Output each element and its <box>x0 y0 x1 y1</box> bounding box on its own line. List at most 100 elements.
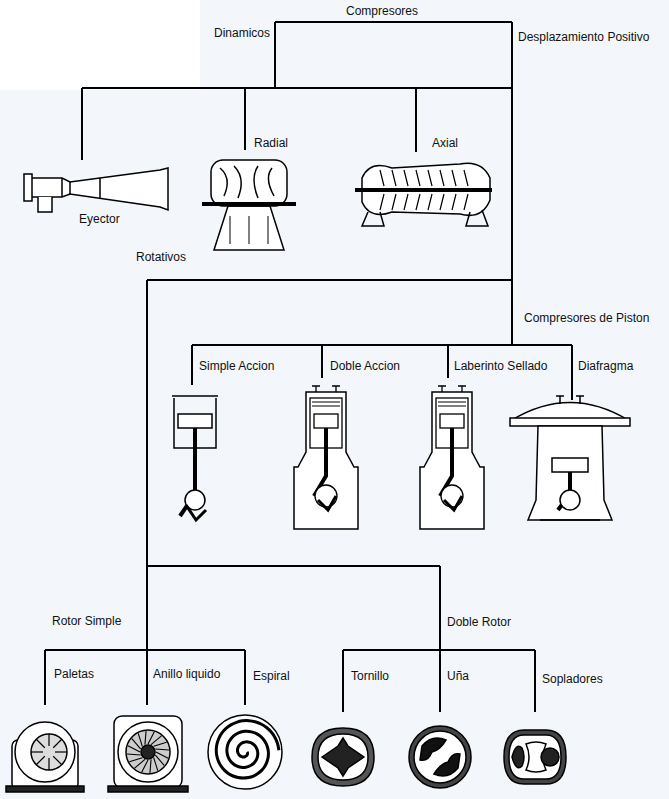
vane-compressor-icon <box>36 756 44 764</box>
branch-label: Dinamicos <box>214 26 270 40</box>
axial-compressor-icon <box>428 170 432 210</box>
liquid-ring-compressor-icon <box>154 742 167 746</box>
liquid-ring-compressor-icon <box>127 731 169 773</box>
vane-compressor-icon <box>53 739 61 747</box>
branch-label: Axial <box>432 136 458 150</box>
liquid-ring-compressor-icon <box>129 758 142 762</box>
ejector-icon <box>38 197 52 212</box>
screw-compressor-icon <box>312 728 374 786</box>
radial-compressor-icon <box>220 166 274 198</box>
ejector-icon <box>24 168 168 212</box>
scroll-compressor-icon <box>216 721 279 779</box>
vane-compressor-icon <box>48 758 49 770</box>
liquid-ring-compressor-icon <box>108 786 188 792</box>
liquid-ring-compressor-icon <box>135 759 145 768</box>
radial-compressor-icon <box>211 160 287 206</box>
tree-line <box>45 22 572 712</box>
vane-compressor-icon <box>31 734 67 770</box>
liquid-ring-compressor-icon <box>114 716 182 788</box>
lobe-blower-icon <box>504 730 566 784</box>
branch-label: Laberinto Sellado <box>454 359 547 373</box>
axial-compressor-icon <box>380 170 384 210</box>
liquid-ring-compressor-icon <box>127 754 141 755</box>
vane-compressor-icon <box>6 786 84 792</box>
tree-line <box>343 650 535 712</box>
lobe-blower-icon <box>504 730 566 784</box>
liquid-ring-compressor-icon <box>155 755 164 765</box>
axial-compressor-icon <box>464 170 468 210</box>
liquid-ring-compressor-icon <box>126 730 170 774</box>
radial-compressor-icon <box>230 216 268 244</box>
screw-compressor-icon <box>312 728 374 786</box>
screw-compressor-icon <box>318 734 368 780</box>
ground-patch <box>0 0 200 90</box>
double-acting-piston-icon <box>294 386 358 529</box>
diaphragm-compressor-icon <box>560 490 580 510</box>
branch-label: Tornillo <box>351 669 389 683</box>
branch-label: Anillo liquido <box>153 667 220 681</box>
vane-compressor-icon <box>55 751 67 752</box>
liquid-ring-compressor-icon <box>108 716 188 792</box>
branch-label: Doble Rotor <box>447 615 511 629</box>
axial-compressor-icon <box>380 170 468 210</box>
scroll-compressor-icon <box>208 715 282 789</box>
vane-compressor-icon <box>15 722 75 782</box>
claw-compressor-icon <box>434 754 460 776</box>
vane-compressor-icon <box>6 722 84 792</box>
branch-label: Sopladores <box>542 672 603 686</box>
branch-label: Doble Accion <box>330 359 400 373</box>
liquid-ring-compressor-icon <box>155 749 169 750</box>
axial-compressor-icon <box>404 170 408 210</box>
diaphragm-compressor-icon <box>552 458 588 472</box>
claw-compressor-icon <box>409 726 471 788</box>
diaphragm-compressor-icon <box>510 418 630 426</box>
lobe-blower-icon <box>512 746 524 767</box>
diaphragm-compressor-icon <box>528 426 612 520</box>
liquid-ring-compressor-icon <box>141 745 155 759</box>
axial-compressor-icon <box>466 210 488 226</box>
branch-label: Uña <box>447 669 469 683</box>
branch-label: Simple Accion <box>199 359 274 373</box>
vane-compressor-icon <box>31 734 67 770</box>
axial-compressor-icon <box>440 170 444 210</box>
tree-line <box>45 566 440 705</box>
axial-compressor-icon <box>362 212 384 226</box>
vane-compressor-icon <box>36 739 44 747</box>
branch-label: Desplazamiento Positivo <box>518 30 649 44</box>
branch-label: Compresores de Piston <box>524 311 649 325</box>
branch-label: Compresores <box>346 4 418 18</box>
axial-compressor-icon <box>452 170 456 210</box>
branch-label: Rotativos <box>136 250 186 264</box>
scroll-compressor-icon <box>208 715 282 789</box>
branch-label: Paletas <box>54 667 94 681</box>
branch-label: Diafragma <box>578 359 633 373</box>
branch-label: Radial <box>254 136 288 150</box>
claw-compressor-icon <box>414 731 466 783</box>
vane-compressor-icon <box>53 756 61 764</box>
radial-compressor-icon <box>202 202 296 206</box>
liquid-ring-compressor-icon <box>154 758 158 771</box>
lobe-blower-icon <box>541 748 559 766</box>
branch-label: Espiral <box>253 669 290 683</box>
axial-compressor-icon <box>416 170 420 210</box>
branch-label: Rotor Simple <box>52 614 121 628</box>
tree-line <box>147 22 512 650</box>
liquid-ring-compressor-icon <box>138 733 142 746</box>
radial-compressor-icon <box>214 206 284 250</box>
diaphragm-compressor-icon <box>510 396 630 520</box>
liquid-ring-compressor-icon <box>151 736 161 745</box>
diaphragm-compressor-icon <box>540 519 600 521</box>
liquid-ring-compressor-icon <box>118 722 178 782</box>
vane-compressor-icon <box>48 734 49 746</box>
liquid-ring-compressor-icon <box>132 739 141 749</box>
liquid-ring-compressor-icon <box>150 759 151 773</box>
tree-line <box>192 345 572 400</box>
single-acting-piston-icon <box>186 505 206 520</box>
tree-line <box>82 22 512 160</box>
axial-compressor-icon <box>392 170 396 210</box>
claw-compressor-icon <box>420 738 446 760</box>
vane-compressor-icon <box>31 751 43 752</box>
labyrinth-piston-icon <box>420 386 484 529</box>
screw-compressor-icon <box>322 738 364 776</box>
